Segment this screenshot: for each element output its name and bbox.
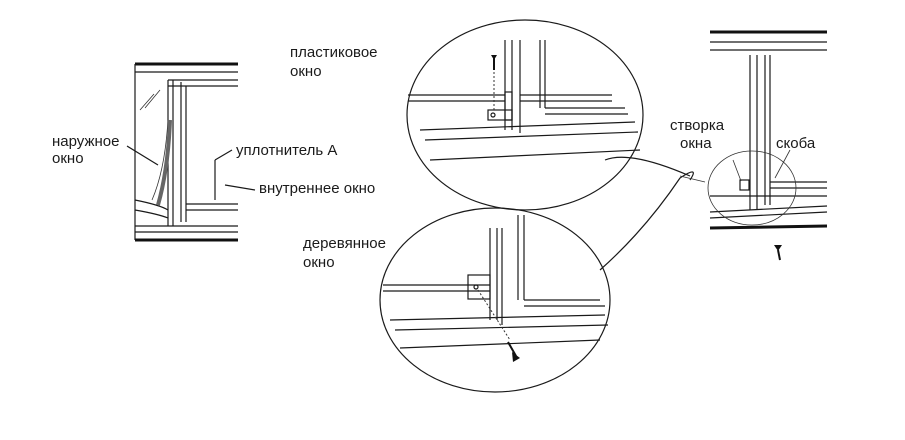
- label-seal-a: уплотнитель А: [236, 142, 337, 159]
- label-outer-window-line2: окно: [52, 150, 84, 167]
- label-plastic-window-line2: окно: [290, 63, 322, 80]
- wooden-window-magnifier: [379, 207, 611, 393]
- label-outer-window-line1: наружное: [52, 133, 119, 150]
- label-plastic-window-line1: пластиковое: [290, 44, 378, 61]
- label-wooden-window-line1: деревянное: [303, 235, 386, 252]
- label-bracket: скоба: [776, 135, 816, 152]
- label-inner-window: внутреннее окно: [259, 180, 375, 197]
- right-window-section: [707, 30, 828, 261]
- label-sash-line2: окна: [680, 135, 712, 152]
- label-wooden-window-line2: окно: [303, 254, 335, 271]
- plastic-window-magnifier: [406, 19, 644, 211]
- left-window-section: [126, 62, 256, 242]
- label-sash-line1: створка: [670, 117, 725, 134]
- callout-connector: [599, 156, 706, 271]
